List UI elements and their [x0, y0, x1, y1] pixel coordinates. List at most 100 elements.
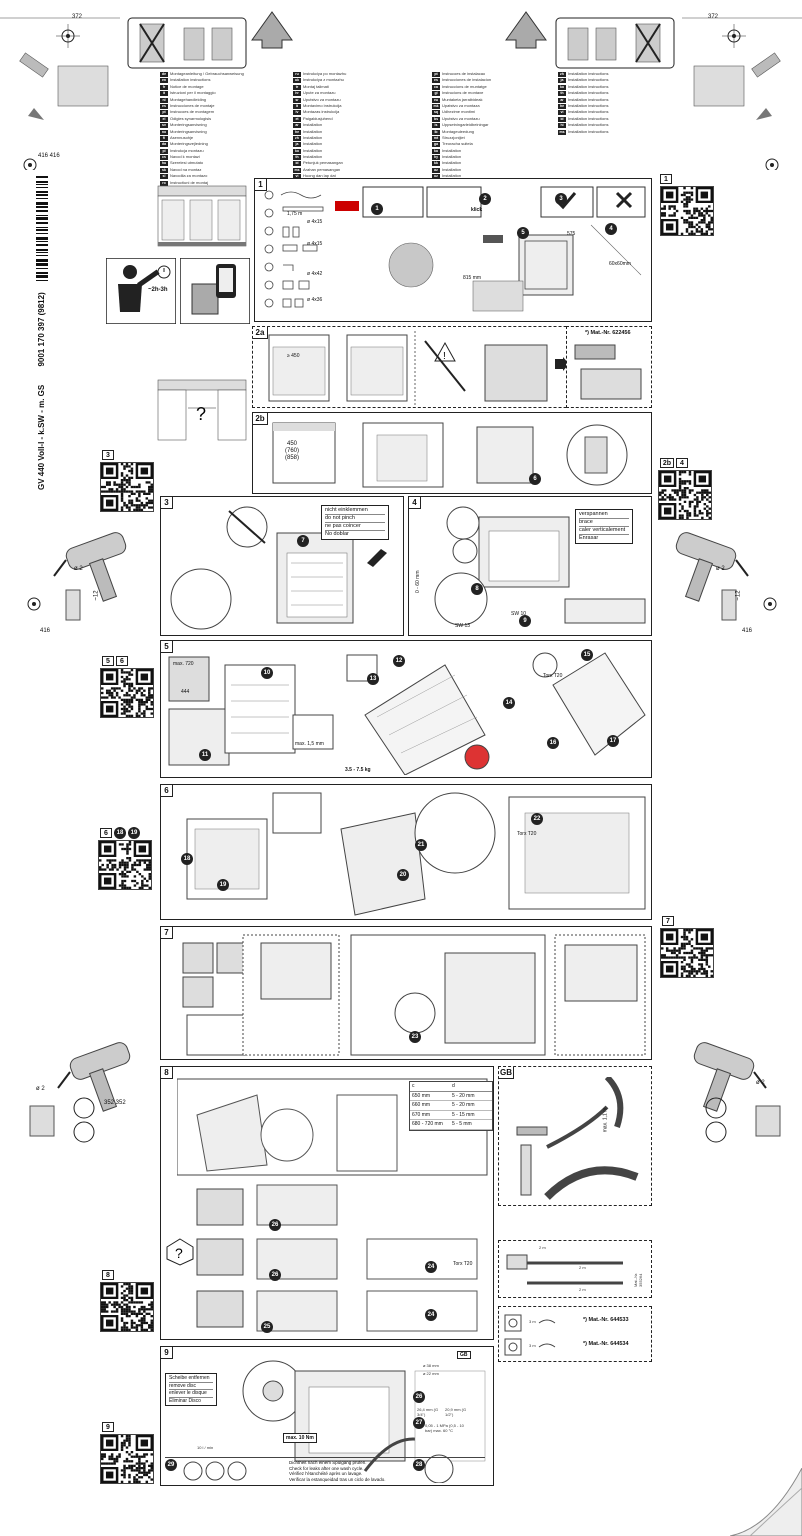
qr-code-1[interactable] [660, 186, 714, 236]
thread-size-a: 26,4 mm (G 3/4") [417, 1407, 439, 1417]
step-number: 10 [261, 667, 273, 679]
language-title: Installation [442, 174, 462, 179]
language-code: nl [160, 97, 168, 103]
language-code: ru [293, 72, 301, 77]
language-title: Huong dan lap dat [303, 174, 336, 179]
panel-gb: GB max. 1,1 m [498, 1066, 652, 1206]
language-title: Instrukciya po montazhu [303, 72, 347, 76]
side-mat-nr: Mat.-Nr. 355264 [633, 1272, 643, 1287]
language-code: ja [293, 142, 301, 148]
qr-code-8[interactable] [100, 1282, 154, 1332]
language-code: pt [160, 110, 168, 116]
panel-1: 1 1,75 m ø 4x15 ø 4x15 ø 4x42 ø 4x36 1 2… [254, 178, 652, 322]
language-title: Installation [442, 148, 462, 153]
panel-2a-accessory: *) Mat.-Nr. 622456 [566, 326, 652, 408]
language-title: Monteringsvejledning [170, 142, 208, 147]
step-number: 25 [261, 1321, 273, 1333]
language-code: id [558, 116, 566, 122]
step-number: 16 [547, 737, 559, 749]
language-title: Navod na montaz [170, 167, 202, 172]
language-title: Instrucciones de montaje [170, 103, 215, 108]
qr-label: 5 [102, 656, 114, 666]
warning-line: brace [579, 519, 629, 527]
language-title: Installation [442, 155, 462, 160]
dim-mid: 815 mm [463, 275, 482, 281]
language-code: ja [558, 78, 566, 84]
thread-size-b: 20,9 mm (G 1/2") [445, 1407, 467, 1417]
time-label: ~2h-3h [148, 287, 168, 293]
svg-text:?: ? [175, 1245, 183, 1261]
step-number: 21 [415, 839, 427, 851]
step-number: 13 [367, 673, 379, 685]
language-code: hy [432, 155, 440, 161]
step-number: 24 [425, 1309, 437, 1321]
warning-line: No doblar [325, 531, 349, 537]
qr-code-2b-4[interactable] [658, 470, 712, 520]
torx-size: Torx T20 [543, 673, 563, 679]
torx-size: Torx T20 [453, 1261, 473, 1267]
qr-code-5-6[interactable] [100, 668, 154, 718]
language-code: ko [558, 84, 566, 90]
panel-2a-illustration: ! [268, 331, 548, 405]
qr-code-6[interactable] [98, 840, 152, 890]
panel-number: 4 [409, 497, 421, 509]
panel-number: 6 [161, 785, 173, 797]
step-number: 12 [393, 655, 405, 667]
step-number: 4 [605, 223, 617, 235]
panel-6: 6 Torx T20 18 19 20 21 22 [160, 784, 652, 920]
language-code: kk [432, 161, 440, 167]
language-code: ko [293, 148, 301, 154]
language-title: Paigaldusjuhend [303, 116, 333, 121]
language-code: ca [432, 84, 440, 90]
qr-label-step: 19 [128, 827, 140, 839]
panel-number: 9 [161, 1347, 173, 1359]
language-code: az [432, 167, 440, 173]
qr-code-7[interactable] [660, 928, 714, 978]
table-cell: 5 - 20 mm [452, 1092, 475, 1099]
language-code: uz [432, 174, 440, 180]
water-pressure: 0,05 - 1 MPa (0,5 - 10 bar) max. 60 °C [425, 1423, 464, 1433]
doc-side-text: GV 440 Voll-I - k.SW - m. GS 9001 170 39… [36, 290, 48, 490]
table-cell: 5 - 15 mm [452, 1111, 475, 1118]
click-label: klick [471, 207, 483, 213]
language-code: et [293, 116, 301, 122]
max-height: max. 720 [173, 661, 194, 667]
brace-warning: verspannen brace caler verticalement Enr… [575, 509, 633, 544]
qr-code-3[interactable] [100, 462, 154, 512]
wrench-size-10: SW 10 [511, 611, 527, 617]
step-number: 1 [371, 203, 383, 215]
note-line: Check for leaks after one wash cycle. [289, 1465, 364, 1471]
language-code: lv [293, 110, 301, 116]
language-title: Installation [442, 167, 462, 172]
drain-dia-b: ø 22 mm [423, 1371, 439, 1376]
panel-7: 7 23 [160, 926, 652, 1060]
language-code: hr [293, 91, 301, 97]
drill-depth-label: ~12 [735, 590, 742, 601]
model-code: GV 440 Voll-I - k.SW - m. GS [37, 384, 46, 490]
cabinet-gap-illustration: ? [157, 379, 247, 441]
qr-label: 3 [102, 450, 114, 460]
language-title: Installation [303, 129, 323, 134]
language-title: Szerelesi utmutato [170, 161, 204, 166]
drain-dia-a: ø 38 mm [423, 1363, 439, 1368]
language-title: Montageuleedung [442, 129, 475, 134]
question-icon: ? [166, 1238, 194, 1266]
language-title: Udhezime montimi [442, 110, 476, 115]
qr-code-9[interactable] [100, 1434, 154, 1484]
panel-number: 5 [161, 641, 173, 653]
